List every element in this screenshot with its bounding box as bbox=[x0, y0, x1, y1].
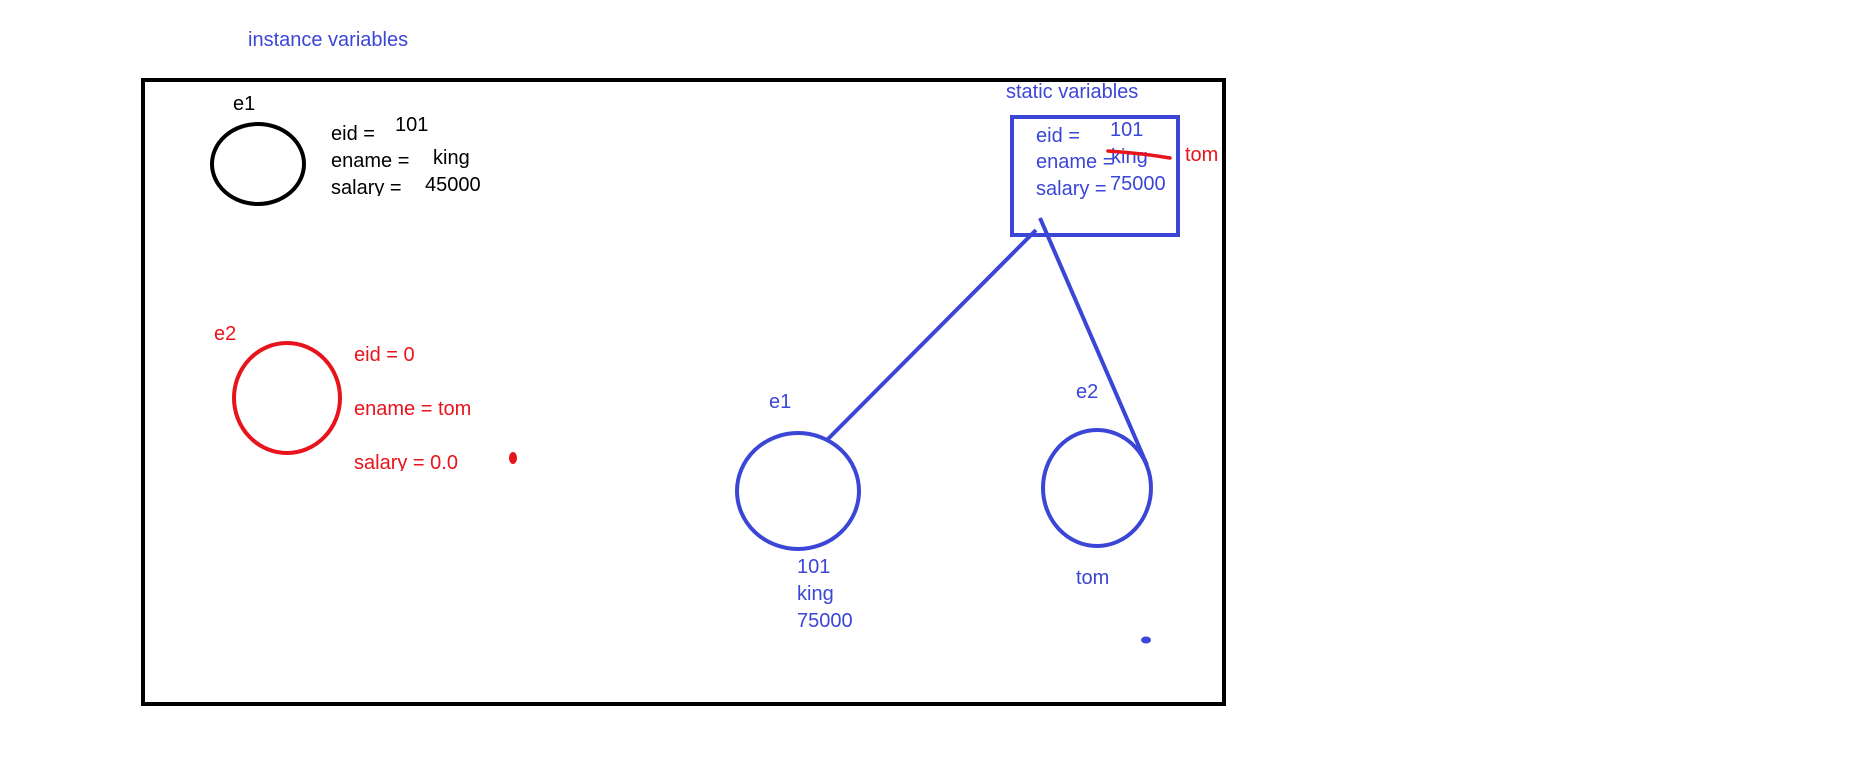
e2-object-circle bbox=[232, 341, 342, 455]
static-ename-value: king bbox=[1111, 146, 1148, 168]
static-salary-label: salary = bbox=[1036, 178, 1107, 200]
e1-salary-value: 45000 bbox=[425, 174, 481, 196]
obj-e1-value-3: 75000 bbox=[797, 610, 853, 632]
obj-e1-value-1: 101 bbox=[797, 556, 830, 578]
obj-e1-label: e1 bbox=[769, 391, 791, 413]
e1-label: e1 bbox=[233, 93, 255, 115]
connector-line-e2 bbox=[1038, 217, 1149, 466]
e1-ename-label: ename = bbox=[331, 150, 409, 172]
e2-salary-mask bbox=[348, 471, 468, 481]
static-ename-new: tom bbox=[1185, 144, 1218, 166]
connector-line-e1 bbox=[824, 228, 1038, 443]
strike-through-mark bbox=[1106, 149, 1172, 160]
static-eid-label: eid = bbox=[1036, 125, 1080, 147]
e2-ename: ename = tom bbox=[354, 398, 471, 420]
obj-e2-label: e2 bbox=[1076, 381, 1098, 403]
e1-salary-label: salary = bbox=[331, 177, 402, 199]
obj-e2-value-1: tom bbox=[1076, 567, 1109, 589]
e1-object-circle bbox=[210, 122, 306, 206]
obj-e2-circle bbox=[1041, 428, 1153, 548]
e1-eid-label: eid = bbox=[331, 123, 375, 145]
e1-salary-mask bbox=[325, 196, 455, 206]
red-dot bbox=[509, 452, 517, 464]
static-salary-value: 75000 bbox=[1110, 173, 1166, 195]
e1-eid-value: 101 bbox=[395, 114, 428, 136]
e2-salary: salary = 0.0 bbox=[354, 452, 458, 474]
e1-ename-value: king bbox=[433, 147, 470, 169]
e2-label: e2 bbox=[214, 323, 236, 345]
static-box bbox=[1010, 115, 1180, 237]
obj-e1-circle bbox=[735, 431, 861, 551]
static-title: static variables bbox=[1006, 81, 1138, 103]
e2-eid: eid = 0 bbox=[354, 344, 415, 366]
blue-dot bbox=[1141, 636, 1151, 644]
obj-e1-value-2: king bbox=[797, 583, 834, 605]
diagram-title: instance variables bbox=[248, 29, 408, 51]
outer-frame bbox=[141, 78, 1226, 706]
static-ename-label: ename = bbox=[1036, 151, 1114, 173]
static-eid-value: 101 bbox=[1110, 119, 1143, 141]
